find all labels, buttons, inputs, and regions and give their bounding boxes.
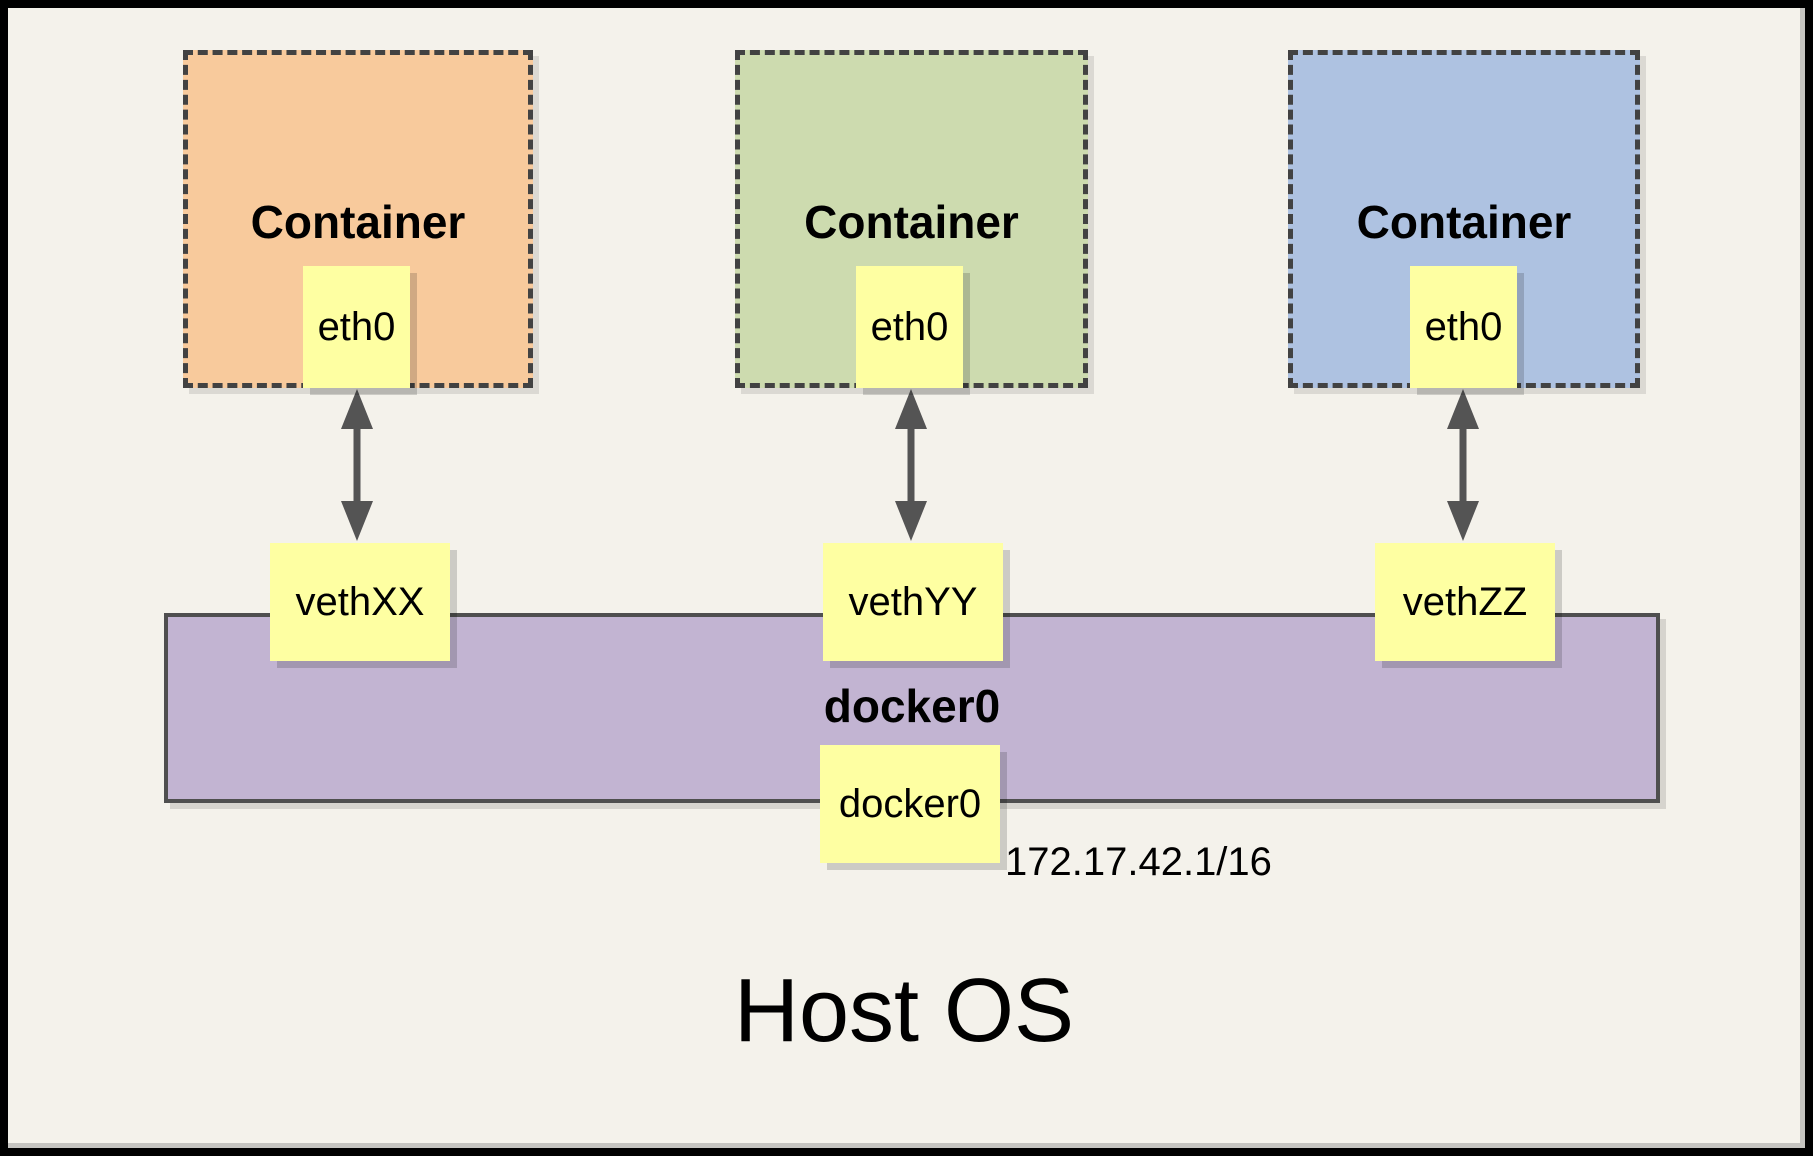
container-3-label: Container bbox=[1356, 196, 1572, 248]
host-os-canvas: Container Container Container eth0 eth0 … bbox=[8, 8, 1805, 1148]
veth-label-2: vethYY bbox=[823, 543, 1003, 661]
page-title: Host OS bbox=[733, 961, 1075, 1061]
veth-connection-arrow-1 bbox=[341, 389, 373, 541]
container-1-eth0-label: eth0 bbox=[303, 266, 410, 388]
veth-label-1: vethXX bbox=[270, 543, 450, 661]
container-3-eth0-label: eth0 bbox=[1410, 266, 1517, 388]
container-1-label: Container bbox=[250, 196, 466, 248]
docker0-bridge-name: docker0 bbox=[823, 680, 1001, 732]
veth-connection-arrow-2 bbox=[895, 389, 927, 541]
container-2-label: Container bbox=[804, 196, 1019, 248]
docker0-interface-label: docker0 bbox=[820, 745, 1000, 863]
veth-connection-arrow-3 bbox=[1447, 389, 1479, 541]
bridge-ip-address: 172.17.42.1/16 bbox=[1005, 840, 1272, 884]
veth-label-3: vethZZ bbox=[1375, 543, 1555, 661]
container-2-eth0-label: eth0 bbox=[856, 266, 963, 388]
